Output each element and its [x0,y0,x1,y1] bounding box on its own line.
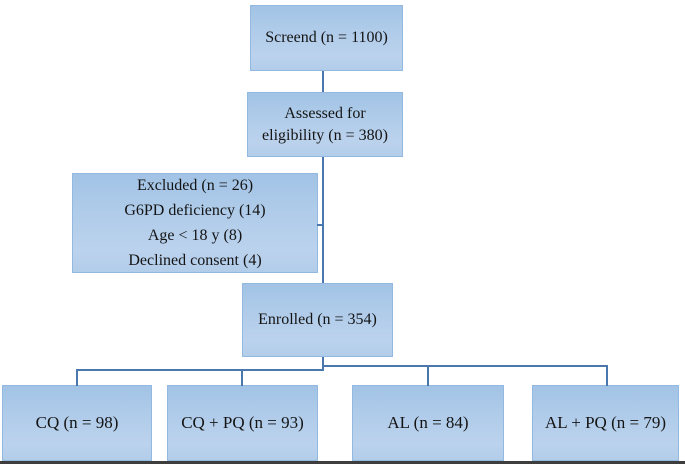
connector-horizontal-left [76,369,324,371]
arm-cq-pq-label: CQ + PQ (n = 93) [181,413,304,432]
excluded-total: Excluded (n = 26) [136,177,254,194]
arm-cq-pq-box: CQ + PQ (n = 93) [167,385,318,461]
assessed-label-line2: eligibility (n = 380) [262,126,388,144]
connector-assessed-to-enrolled [322,157,324,283]
arm-al-label: AL (n = 84) [387,413,469,432]
arm-al-pq-label: AL + PQ (n = 79) [544,413,666,432]
assessed-label-line1: Assessed for [284,104,366,122]
screened-label: Screend (n = 1100) [265,29,388,46]
arm-al-pq-box: AL + PQ (n = 79) [532,385,679,461]
connector-stub-cq-pq [241,369,243,386]
assessed-eligibility-box: Assessed for eligibility (n = 380) [247,92,403,157]
figure-bottom-rule [0,461,685,464]
screened-box: Screend (n = 1100) [250,5,403,71]
arm-cq-label: CQ (n = 98) [35,413,119,432]
excluded-box: Excluded (n = 26) G6PD deficiency (14) A… [72,173,318,273]
enrolled-box: Enrolled (n = 354) [242,283,393,357]
connector-horizontal-right [322,365,608,367]
arm-cq-box: CQ (n = 98) [2,385,152,461]
excluded-reason-consent: Declined consent (4) [128,252,262,269]
connector-stub-al-pq [606,365,608,386]
arm-al-box: AL (n = 84) [352,385,504,461]
excluded-reason-age: Age < 18 y (8) [147,227,243,244]
connector-enrolled-stub [322,357,324,371]
connector-excluded-tick [317,224,323,226]
connector-stub-al [427,365,429,386]
connector-screened-to-assessed [322,71,324,92]
excluded-reason-g6pd: G6PD deficiency (14) [124,202,266,219]
enrolled-label: Enrolled (n = 354) [258,311,377,328]
connector-stub-cq [76,369,78,386]
